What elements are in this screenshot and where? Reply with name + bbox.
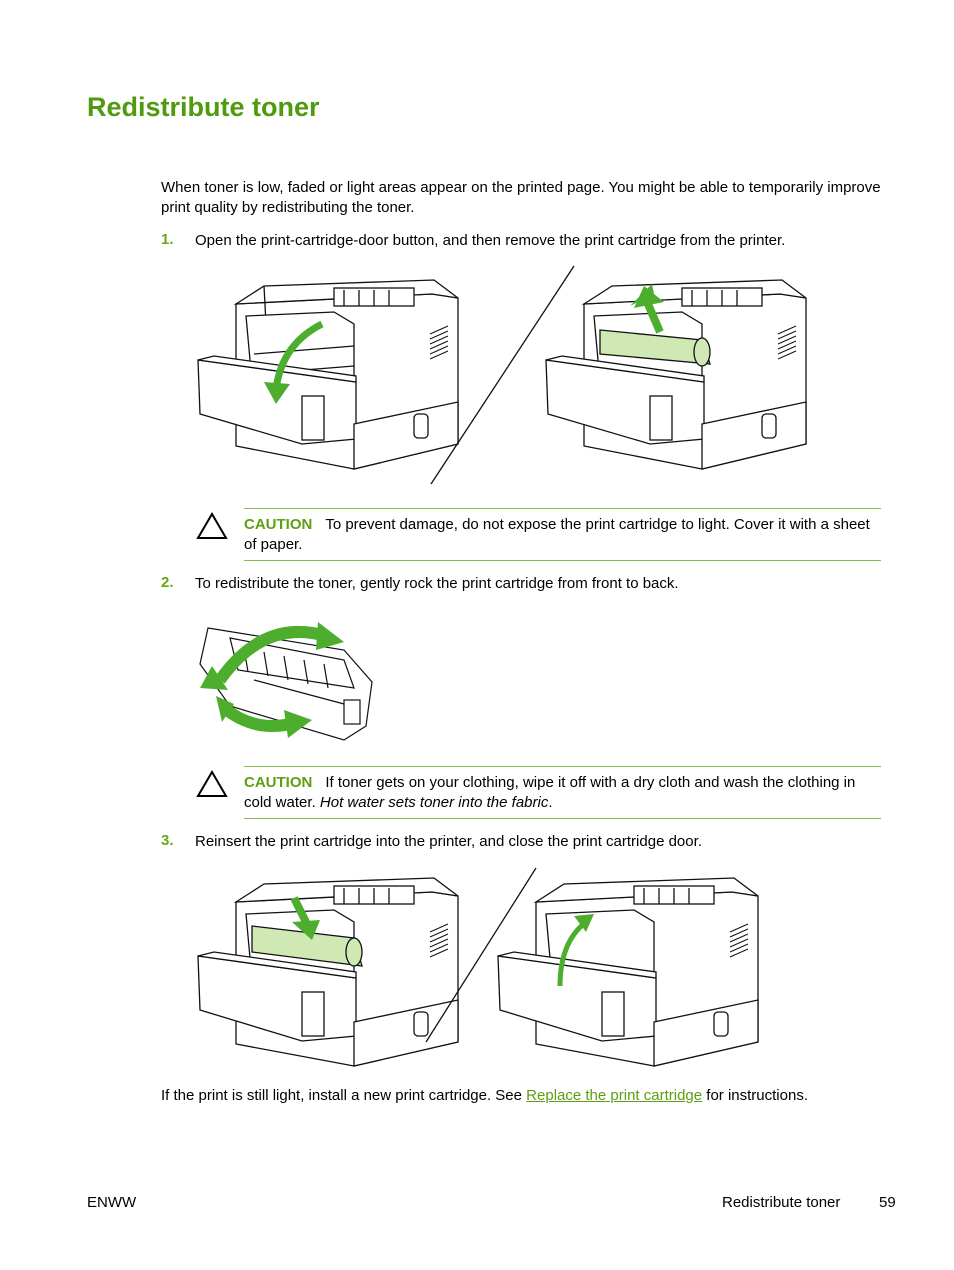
- intro-text: When toner is low, faded or light areas …: [161, 179, 881, 216]
- caution-label: CAUTION: [244, 774, 313, 791]
- step-2-number: 2.: [161, 574, 174, 591]
- warning-triangle-icon: [196, 770, 228, 797]
- page-title: Redistribute toner: [87, 92, 320, 122]
- step-1-text: Open the print-cartridge-door button, an…: [195, 232, 786, 249]
- footer-section: Redistribute toner: [722, 1194, 841, 1211]
- caution-italic-text: Hot water sets toner into the fabric: [319, 793, 549, 811]
- footer-page-number: 59: [879, 1194, 896, 1211]
- step-3-number: 3.: [161, 832, 174, 849]
- caution-text: To prevent damage, do not expose the pri…: [244, 516, 870, 553]
- step-3-text: Reinsert the print cartridge into the pr…: [195, 833, 702, 850]
- caution-label: CAUTION: [244, 516, 313, 533]
- warning-triangle-icon: [196, 512, 228, 539]
- step-1-number: 1.: [161, 231, 174, 248]
- footer-left: ENWW: [87, 1194, 137, 1211]
- step-2-text: To redistribute the toner, gently rock t…: [195, 575, 679, 592]
- closing-text: If the print is still light, install a n…: [161, 1086, 901, 1106]
- caution-text: If toner gets on your clothing, wipe it …: [244, 774, 856, 811]
- closing-text-before: If the print is still light, install a n…: [161, 1087, 527, 1104]
- replace-cartridge-link[interactable]: Replace the print cartridge: [526, 1087, 703, 1104]
- illustration-reinsert-close-door: [197, 867, 759, 1067]
- closing-text-after: for instructions.: [702, 1087, 808, 1104]
- illustration-rock-cartridge: [199, 622, 373, 741]
- illustration-open-door-remove-cartridge: [197, 265, 807, 485]
